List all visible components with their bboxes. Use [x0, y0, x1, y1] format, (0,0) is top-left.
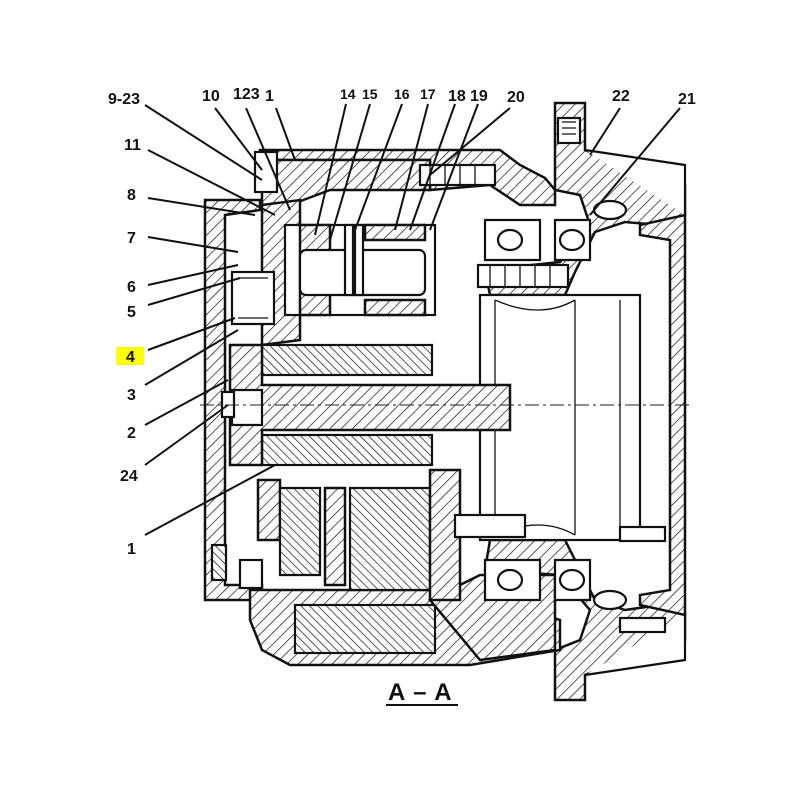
outer-housing [478, 101, 687, 702]
left-callouts: 11 8 7 6 5 4 3 2 24 1 [116, 137, 144, 558]
callout-17: 17 [420, 86, 436, 102]
callout-19: 19 [470, 88, 488, 105]
callout-16: 16 [394, 86, 410, 102]
section-label: A – A [388, 679, 453, 706]
callout-4: 4 [126, 349, 135, 366]
planet-carrier [230, 198, 437, 467]
callout-5: 5 [127, 304, 136, 321]
callout-6: 6 [127, 279, 136, 296]
callout-21: 21 [678, 91, 696, 108]
callout-3: 3 [127, 387, 136, 404]
callout-14: 14 [340, 86, 356, 102]
callout-15: 15 [362, 86, 378, 102]
lower-planet-gear [210, 468, 462, 602]
callout-24: 24 [120, 468, 138, 485]
callout-22: 22 [612, 88, 630, 105]
callout-4-highlight [116, 347, 144, 365]
callout-20: 20 [507, 89, 525, 106]
callout-11: 11 [124, 137, 141, 154]
bearings [253, 116, 667, 634]
callout-2: 2 [127, 425, 136, 442]
callout-18: 18 [448, 88, 466, 105]
callout-7: 7 [127, 230, 136, 247]
leader-lines [144, 103, 681, 536]
top-callouts: 9-23 10 123 1 14 15 16 17 18 19 20 22 21 [108, 86, 696, 108]
callout-8: 8 [127, 187, 136, 204]
callout-9-23: 9-23 [108, 91, 140, 108]
callout-10: 10 [202, 88, 220, 105]
callout-1-top: 1 [265, 88, 274, 105]
callout-1-left: 1 [127, 541, 136, 558]
callout-123: 123 [233, 86, 260, 103]
